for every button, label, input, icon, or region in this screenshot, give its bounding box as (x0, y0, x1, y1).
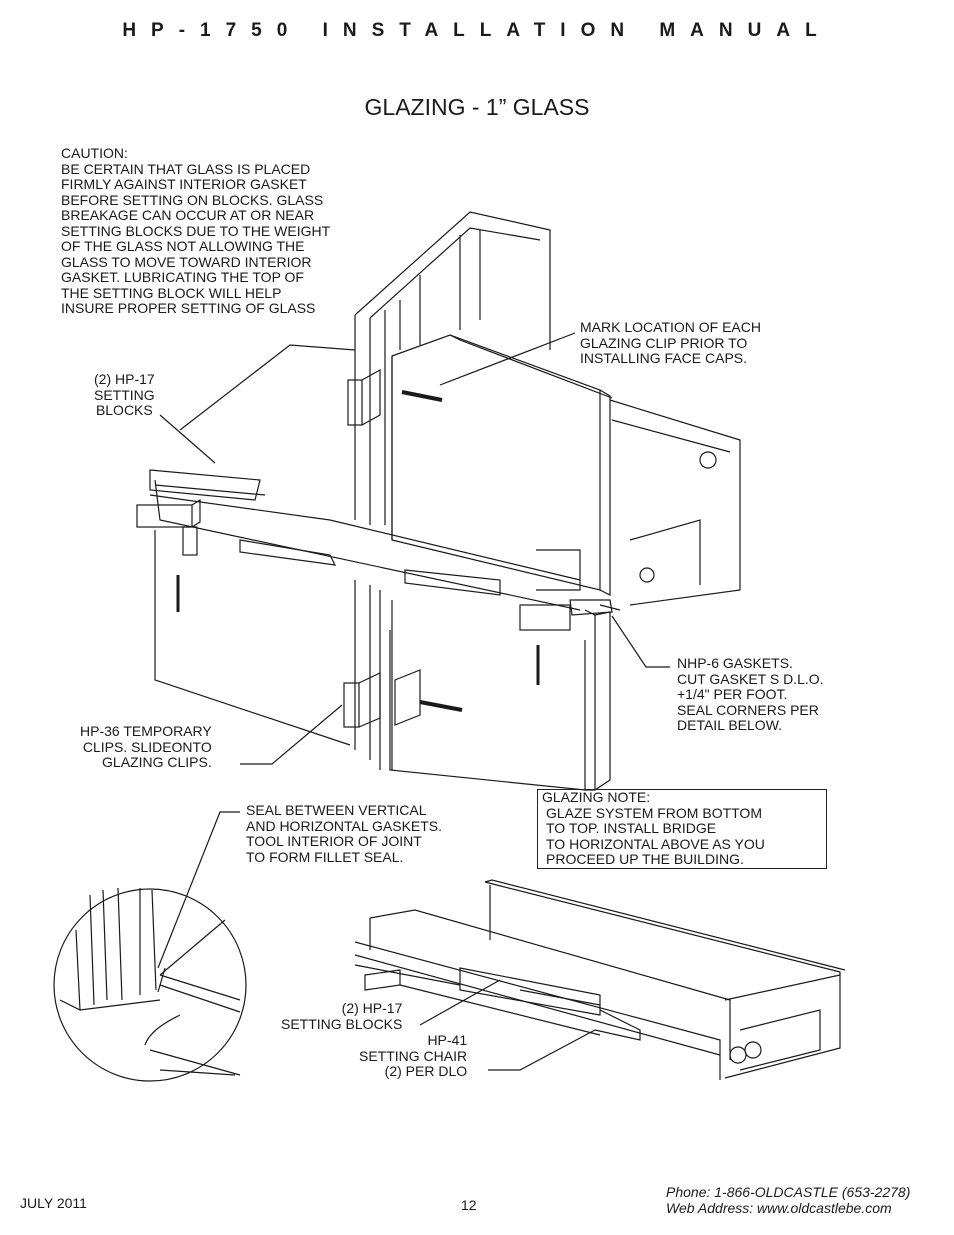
horizontal-mullion (149, 344, 741, 611)
hp41-setting-chair-label: HP-41 SETTING CHAIR (2) PER DLO (359, 1032, 468, 1079)
footer-phone: Phone: 1-866-OLDCASTLE (653-2278) (666, 1184, 911, 1200)
setting-blocks-right (404, 549, 613, 631)
leader-lines-top (159, 332, 670, 765)
page-title: GLAZING - 1” GLASS (364, 94, 590, 120)
seal-detail-circle (53, 887, 247, 1082)
glazing-note-box: GLAZING NOTE: GLAZE SYSTEM FROM BOTTOM T… (537, 789, 827, 869)
glazing-note-body: GLAZE SYSTEM FROM BOTTOM TO TOP. INSTALL… (546, 804, 765, 867)
nhp6-gaskets-note: NHP-6 GASKETS. CUT GASKET S D.L.O. +1/4"… (677, 655, 824, 733)
bottom-horizontal-assembly (354, 879, 846, 1080)
footer-web: Web Address: www.oldcastlebe.com (666, 1200, 892, 1216)
footer-date: JULY 2011 (20, 1195, 87, 1211)
setting-blocks-label-top: (2) HP-17 SETTING BLOCKS (94, 371, 155, 418)
glass-lite-upper (391, 334, 613, 596)
setting-blocks-left (136, 469, 337, 566)
seal-between-note: SEAL BETWEEN VERTICAL AND HORIZONTAL GAS… (246, 802, 443, 865)
glass-lite-lower (154, 530, 611, 791)
glazing-note-title: GLAZING NOTE: (542, 789, 651, 805)
mark-location-note: MARK LOCATION OF EACH GLAZING CLIP PRIOR… (580, 319, 761, 366)
setting-blocks-label-bottom: (2) HP-17 SETTING BLOCKS (281, 1000, 403, 1032)
page-number: 12 (461, 1197, 477, 1213)
hp36-clip-upper (347, 368, 381, 426)
leader-lines-seal (157, 811, 240, 976)
hp36-clips-note: HP-36 TEMPORARY CLIPS. SLIDEONTO GLAZING… (80, 723, 212, 770)
leader-lines-bottom (419, 979, 596, 1071)
footer-contact: Phone: 1-866-OLDCASTLE (653-2278) Web Ad… (666, 1184, 910, 1216)
caution-note: CAUTION: BE CERTAIN THAT GLASS IS PLACED… (61, 145, 331, 316)
manual-header: HP-1750 INSTALLATION MANUAL (122, 20, 832, 41)
vertical-mullion-upper (354, 211, 551, 525)
vertical-mullion-lower (343, 580, 421, 770)
